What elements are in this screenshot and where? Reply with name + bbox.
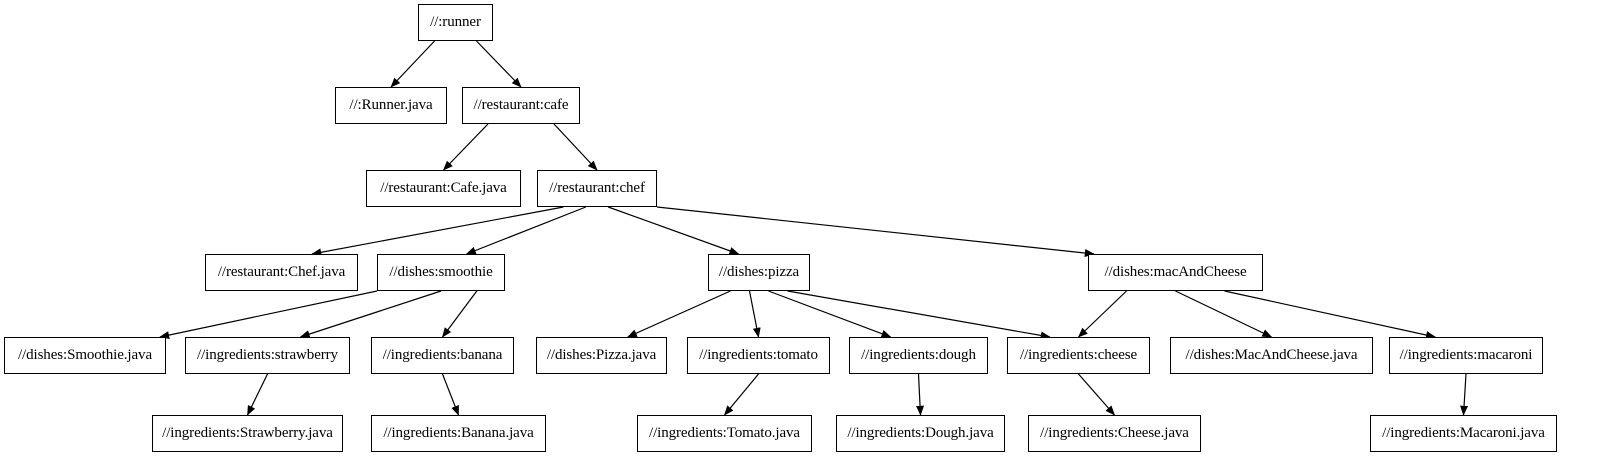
graph-node-cheese_java[interactable]: //ingredients:Cheese.java xyxy=(1028,415,1201,452)
graph-node-label: //restaurant:chef xyxy=(549,180,645,196)
graph-node-label: //ingredients:Strawberry.java xyxy=(162,425,333,441)
graph-edge-ing_dough-to-dough_java xyxy=(916,373,925,416)
graph-edge-restaurant_chef-to-dishes_mac xyxy=(656,206,1095,257)
graph-edge-dishes_pizza-to-ing_tomato xyxy=(748,290,761,338)
graph-edge-dishes_pizza-to-pizza_java xyxy=(626,290,731,338)
graph-node-tomato_java[interactable]: //ingredients:Tomato.java xyxy=(637,415,812,452)
graph-node-dishes_pizza[interactable]: //dishes:pizza xyxy=(708,254,810,291)
graph-edge-runner-to-runner_java xyxy=(390,40,435,88)
graph-node-dishes_smoothie[interactable]: //dishes:smoothie xyxy=(377,254,505,291)
graph-node-label: //restaurant:Cafe.java xyxy=(380,180,507,196)
graph-node-macaroni_java[interactable]: //ingredients:Macaroni.java xyxy=(1370,415,1557,452)
graph-edge-ing_tomato-to-tomato_java xyxy=(723,373,759,416)
graph-edge-ing_strawberry-to-strawberry_java xyxy=(246,373,269,416)
graph-edge-dishes_mac-to-ing_cheese xyxy=(1077,290,1127,338)
graph-edge-dishes_mac-to-mac_java xyxy=(1175,290,1273,338)
graph-node-label: //ingredients:Banana.java xyxy=(383,425,534,441)
graph-node-ing_banana[interactable]: //ingredients:banana xyxy=(371,337,514,374)
graph-node-smoothie_java[interactable]: //dishes:Smoothie.java xyxy=(4,337,166,374)
graph-node-label: //ingredients:cheese xyxy=(1019,347,1138,363)
graph-node-label: //ingredients:tomato xyxy=(699,347,818,363)
graph-node-runner[interactable]: //:runner xyxy=(418,4,493,41)
graph-node-label: //dishes:Smoothie.java xyxy=(17,347,153,363)
graph-edge-dishes_smoothie-to-smoothie_java xyxy=(159,290,378,340)
graph-node-strawberry_java[interactable]: //ingredients:Strawberry.java xyxy=(152,415,343,452)
graph-edge-restaurant_cafe-to-cafe_java xyxy=(442,123,489,171)
graph-node-ing_strawberry[interactable]: //ingredients:strawberry xyxy=(185,337,350,374)
graph-node-label: //restaurant:cafe xyxy=(473,97,569,113)
graph-node-label: //ingredients:dough xyxy=(861,347,976,363)
graph-edge-dishes_pizza-to-ing_cheese xyxy=(787,290,1051,340)
graph-node-restaurant_cafe[interactable]: //restaurant:cafe xyxy=(462,87,580,124)
graph-node-dishes_mac[interactable]: //dishes:macAndCheese xyxy=(1088,254,1263,291)
graph-node-label: //ingredients:Tomato.java xyxy=(649,425,800,441)
graph-node-label: //ingredients:Cheese.java xyxy=(1040,425,1189,441)
graph-node-ing_macaroni[interactable]: //ingredients:macaroni xyxy=(1389,337,1543,374)
graph-node-label: //ingredients:Dough.java xyxy=(847,425,994,441)
graph-edge-dishes_mac-to-ing_macaroni xyxy=(1224,290,1436,339)
graph-node-banana_java[interactable]: //ingredients:Banana.java xyxy=(371,415,546,452)
graph-edge-dishes_smoothie-to-ing_strawberry xyxy=(299,290,442,338)
graph-node-mac_java[interactable]: //dishes:MacAndCheese.java xyxy=(1170,337,1373,374)
graph-node-label: //ingredients:strawberry xyxy=(197,347,338,363)
graph-node-label: //dishes:Pizza.java xyxy=(546,347,657,363)
graph-node-pizza_java[interactable]: //dishes:Pizza.java xyxy=(536,337,667,374)
graph-node-label: //:Runner.java xyxy=(349,97,433,113)
graph-node-label: //ingredients:macaroni xyxy=(1399,347,1533,363)
graph-node-ing_tomato[interactable]: //ingredients:tomato xyxy=(687,337,830,374)
graph-node-chef_java[interactable]: //restaurant:Chef.java xyxy=(205,254,358,291)
graph-edge-restaurant_chef-to-dishes_pizza xyxy=(607,206,740,255)
graph-node-label: //restaurant:Chef.java xyxy=(217,264,346,280)
graph-node-label: //:runner xyxy=(430,14,481,30)
graph-edge-dishes_pizza-to-ing_dough xyxy=(768,290,892,338)
graph-edge-ing_cheese-to-cheese_java xyxy=(1078,373,1116,416)
graph-node-runner_java[interactable]: //:Runner.java xyxy=(335,87,447,124)
graph-edge-dishes_smoothie-to-ing_banana xyxy=(442,290,478,338)
graph-edge-ing_banana-to-banana_java xyxy=(441,373,460,416)
graph-node-label: //dishes:macAndCheese xyxy=(1104,264,1247,280)
graph-node-label: //dishes:pizza xyxy=(718,264,800,280)
graph-node-label: //dishes:MacAndCheese.java xyxy=(1185,347,1358,363)
graph-edge-runner-to-restaurant_cafe xyxy=(476,40,522,88)
graph-edge-restaurant_chef-to-chef_java xyxy=(311,206,564,257)
graph-node-label: //ingredients:Macaroni.java xyxy=(1382,425,1545,441)
graph-node-ing_cheese[interactable]: //ingredients:cheese xyxy=(1007,337,1150,374)
graph-node-label: //dishes:smoothie xyxy=(389,264,493,280)
graph-edge-ing_macaroni-to-macaroni_java xyxy=(1460,373,1469,416)
graph-edge-restaurant_cafe-to-restaurant_chef xyxy=(553,123,598,171)
graph-node-label: //ingredients:banana xyxy=(382,347,503,363)
graph-node-cafe_java[interactable]: //restaurant:Cafe.java xyxy=(366,170,521,207)
graph-node-dough_java[interactable]: //ingredients:Dough.java xyxy=(836,415,1005,452)
graph-node-restaurant_chef[interactable]: //restaurant:chef xyxy=(537,170,657,207)
graph-edge-restaurant_chef-to-dishes_smoothie xyxy=(465,206,587,255)
graph-node-ing_dough[interactable]: //ingredients:dough xyxy=(849,337,988,374)
